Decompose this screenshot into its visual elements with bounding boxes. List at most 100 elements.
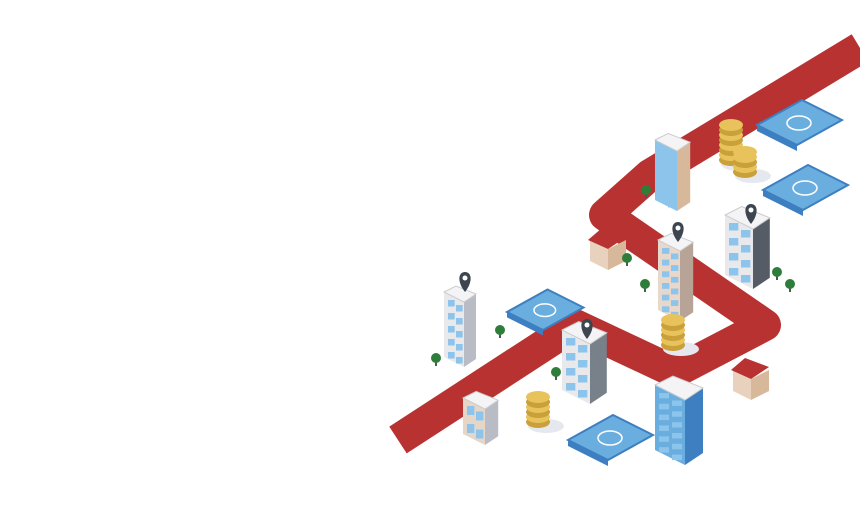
window <box>456 305 463 312</box>
tree <box>551 367 561 380</box>
building-side <box>464 294 476 367</box>
money-bill <box>504 288 586 336</box>
window <box>662 294 670 301</box>
window <box>662 248 670 254</box>
tree <box>640 279 650 292</box>
building-side <box>590 332 607 404</box>
window <box>448 313 455 320</box>
window <box>566 353 576 361</box>
window <box>729 238 739 246</box>
window <box>456 318 463 325</box>
tree <box>495 325 505 338</box>
location-pin-icon <box>672 222 684 242</box>
window <box>729 253 739 261</box>
window <box>578 390 588 398</box>
window <box>659 184 667 190</box>
window <box>672 433 682 439</box>
brick-tower <box>656 232 695 321</box>
window <box>672 411 682 417</box>
window <box>659 196 667 202</box>
money-bill <box>754 98 845 151</box>
window <box>578 360 588 368</box>
building-side <box>680 242 694 321</box>
window <box>659 425 669 431</box>
window <box>662 283 670 289</box>
tree <box>431 353 441 366</box>
tall-white-building <box>442 285 478 367</box>
window <box>729 223 739 231</box>
building-side <box>485 400 499 445</box>
building-side <box>677 142 691 211</box>
window <box>476 429 484 439</box>
window <box>741 275 751 283</box>
window <box>456 357 463 364</box>
window <box>659 447 669 453</box>
window <box>668 153 676 160</box>
window <box>578 375 588 383</box>
window <box>662 306 670 313</box>
house <box>731 358 769 400</box>
window <box>467 424 475 433</box>
window <box>448 326 455 333</box>
location-pin-icon <box>581 319 593 339</box>
coin-stack <box>733 146 771 183</box>
building-roof <box>653 375 705 401</box>
tree <box>641 185 651 198</box>
blue-tower <box>653 375 705 465</box>
coin-stack <box>661 314 699 356</box>
building-side <box>753 217 770 289</box>
coin-stack <box>526 391 564 433</box>
apartment-building <box>560 321 608 404</box>
window <box>659 414 669 421</box>
window <box>456 344 463 351</box>
location-pin-icon <box>459 272 471 292</box>
window <box>729 268 739 276</box>
window <box>741 260 751 268</box>
tree <box>785 279 795 292</box>
window <box>672 443 682 450</box>
building-roof <box>656 232 695 252</box>
window <box>659 403 669 410</box>
window <box>659 160 667 166</box>
window <box>659 148 667 154</box>
tree <box>622 253 632 266</box>
building-roof <box>461 390 500 410</box>
window <box>672 454 682 461</box>
small-building <box>461 390 500 445</box>
location-pin-icon <box>745 204 757 224</box>
window <box>671 253 679 260</box>
window <box>671 300 679 306</box>
window <box>672 400 682 406</box>
window <box>671 276 679 283</box>
building-roof <box>442 285 478 303</box>
window <box>659 393 669 399</box>
office-building <box>723 206 771 289</box>
window <box>741 245 751 253</box>
window <box>672 422 682 428</box>
window <box>668 165 676 172</box>
window <box>668 201 676 208</box>
window <box>662 259 670 266</box>
building-side <box>685 388 703 465</box>
window <box>566 383 576 391</box>
tree <box>772 267 782 280</box>
window <box>448 300 455 307</box>
window <box>662 271 670 278</box>
window <box>659 172 667 178</box>
window <box>578 345 588 353</box>
window <box>671 288 679 295</box>
money-bill <box>760 163 851 216</box>
window <box>467 406 475 415</box>
house <box>588 228 626 270</box>
glass-tower <box>653 132 692 211</box>
building-roof <box>653 132 692 152</box>
money-bill <box>565 413 656 466</box>
window <box>448 339 455 346</box>
window <box>566 368 576 376</box>
window <box>671 265 679 271</box>
window <box>448 352 455 359</box>
window <box>668 177 676 184</box>
window <box>456 331 463 338</box>
window <box>566 338 576 346</box>
